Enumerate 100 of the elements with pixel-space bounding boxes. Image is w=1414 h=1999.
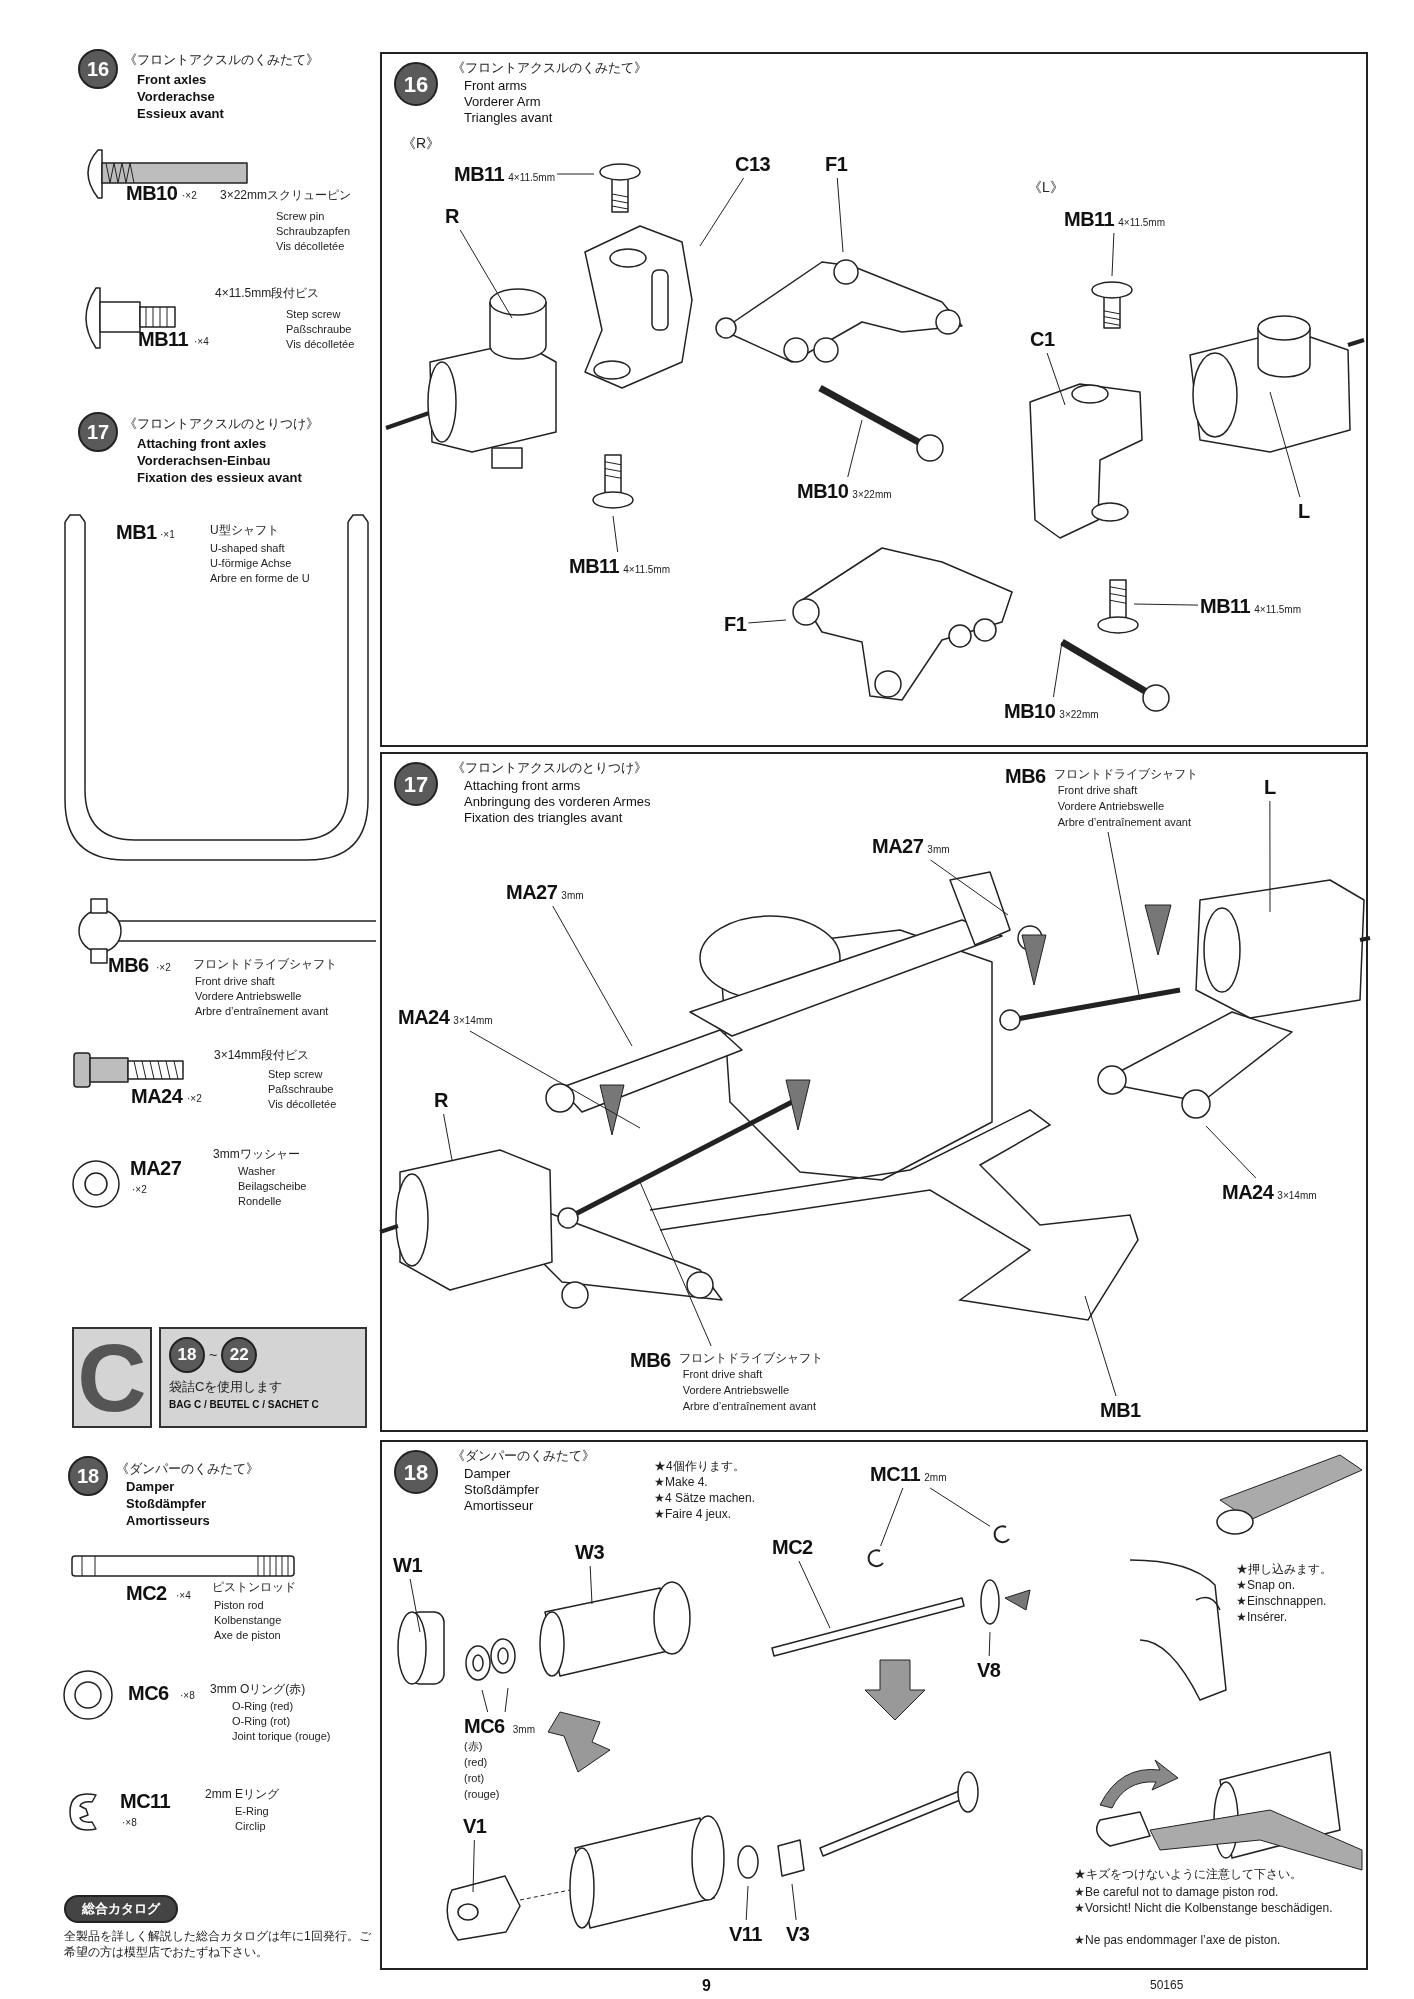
leader-line <box>798 1560 831 1629</box>
quantity: ·×1 <box>160 528 175 542</box>
part-code: V3 <box>786 1922 810 1946</box>
leader-line <box>929 1487 991 1527</box>
part-name: E-Ring <box>235 1804 269 1819</box>
part-code: MC11 <box>120 1789 171 1813</box>
quantity: ·×2 <box>182 189 197 203</box>
step-heading: Damper <box>126 1479 175 1495</box>
part-code: MB6 <box>630 1348 671 1372</box>
step-heading: Attaching front axles <box>137 436 267 452</box>
part-name: 3mmワッシャー <box>213 1146 300 1163</box>
step-heading: Damper <box>464 1466 512 1482</box>
part-size: 3×14mm <box>453 1014 493 1028</box>
quantity: ·×2 <box>187 1092 202 1106</box>
part-name: U型シャフト <box>210 522 279 539</box>
instruction-note: ★Einschnappen. <box>1236 1593 1327 1609</box>
step-number: 17 <box>78 412 118 452</box>
part-name: Piston rod <box>214 1598 264 1613</box>
part-name: Arbre d’entraînement avant <box>1057 815 1193 830</box>
leader-line <box>747 619 787 624</box>
part-name: U-förmige Achse <box>210 556 292 571</box>
part-name: Screw pin <box>276 209 325 224</box>
step-heading: Vorderachse <box>137 89 215 105</box>
step-title: 《フロントアクスルのくみたて》 <box>124 51 319 69</box>
part-code: MA24 <box>1222 1180 1274 1204</box>
part-name: Beilagscheibe <box>238 1179 307 1194</box>
part-code: F1 <box>825 152 848 176</box>
instruction-note: ★Snap on. <box>1236 1577 1296 1593</box>
part-name: Step screw <box>268 1067 323 1082</box>
bag-info-panel <box>159 1327 367 1428</box>
part-name: Circlip <box>235 1819 266 1834</box>
step-heading: Anbringung des vorderen Armes <box>464 794 651 810</box>
step-panel <box>380 1440 1368 1970</box>
step-heading: Front arms <box>464 78 528 94</box>
part-code: L <box>1298 499 1310 523</box>
part-name: 3mm Oリング(赤) <box>210 1681 306 1698</box>
part-name: Rondelle <box>238 1194 282 1209</box>
part-size: 4×11.5mm <box>1118 216 1166 230</box>
part-name: Vis décolletée <box>286 337 355 352</box>
part-size: 4×11.5mm <box>623 563 671 577</box>
quantity: ·×8 <box>122 1816 137 1830</box>
part-code: L <box>1264 775 1276 799</box>
instruction-note: ★押し込みます。 <box>1236 1561 1332 1577</box>
instruction-note: ★Be careful not to damage piston rod. <box>1074 1884 1280 1900</box>
step-heading: Vorderachsen-Einbau <box>137 453 271 469</box>
leader-line <box>472 1839 475 1893</box>
leader-line <box>836 177 844 253</box>
part-size: 4×11.5mm <box>1254 603 1302 617</box>
part-name: フロントドライブシャフト <box>1053 766 1198 782</box>
leader-line <box>1084 1295 1117 1397</box>
part-name: Arbre d’entraînement avant <box>682 1399 818 1414</box>
part-code: W1 <box>393 1553 422 1577</box>
part-code: MA27 <box>872 834 924 858</box>
part-code: MB11 <box>1064 207 1115 231</box>
step-panel <box>380 752 1368 1432</box>
step-heading: Triangles avant <box>464 110 554 126</box>
leader-line <box>443 1113 453 1161</box>
part-name: Front drive shaft <box>195 974 275 989</box>
part-name: Kolbenstange <box>214 1613 282 1628</box>
step-number: 18 <box>68 1456 108 1496</box>
part-code: MB11 <box>138 327 189 351</box>
part-code: V8 <box>977 1658 1001 1682</box>
step-heading: Stoßdämpfer <box>464 1482 541 1498</box>
part-code: MC2 <box>126 1581 167 1605</box>
step-title: 《フロントアクスルのとりつけ》 <box>124 415 319 433</box>
part-name: Arbre d’entraînement avant <box>195 1004 329 1019</box>
instruction-note: ★Ne pas endommager l’axe de piston. <box>1074 1932 1282 1948</box>
leader-line <box>745 1885 749 1921</box>
leader-line <box>552 905 633 1047</box>
leader-line <box>930 859 1009 916</box>
part-code: R <box>445 204 459 228</box>
part-size: 3×14mm <box>1277 1189 1317 1203</box>
leader-line <box>1269 800 1271 913</box>
part-code: MB6 <box>1005 764 1046 788</box>
step-heading: Amortisseurs <box>126 1513 210 1529</box>
part-name: (rouge) <box>464 1787 501 1802</box>
bag-instruction: 袋詰Cを使用します <box>169 1378 284 1396</box>
part-size: 3×22mm <box>1059 708 1099 722</box>
step-heading: Stoßdämpfer <box>126 1496 207 1512</box>
instruction-note: ★Make 4. <box>654 1474 708 1490</box>
part-code: MC11 <box>870 1462 921 1486</box>
leader-line <box>1046 352 1066 406</box>
part-code: MB10 <box>797 479 849 503</box>
step-number: 18 <box>169 1337 205 1373</box>
leader-line <box>612 515 619 553</box>
instruction-note: ★キズをつけないように注意して下さい。 <box>1074 1866 1303 1882</box>
page-number: 9 <box>702 1976 711 1996</box>
leader-line <box>409 1578 421 1633</box>
part-name: フロントドライブシャフト <box>193 956 337 973</box>
part-name: 2mm Eリング <box>205 1786 279 1803</box>
part-name: Washer <box>238 1164 276 1179</box>
step-number: 22 <box>221 1337 258 1373</box>
leader-line <box>847 419 863 478</box>
step-number: 16 <box>78 49 118 89</box>
instruction-note: ★4個作ります。 <box>654 1458 745 1474</box>
e-ring-icon <box>992 1524 1012 1544</box>
part-size: 3×22mm <box>852 488 892 502</box>
part-size: 2mm <box>924 1471 947 1485</box>
part-name: 3×14mm段付ビス <box>214 1047 310 1064</box>
catalog-heading: 総合カタログ <box>64 1895 178 1923</box>
